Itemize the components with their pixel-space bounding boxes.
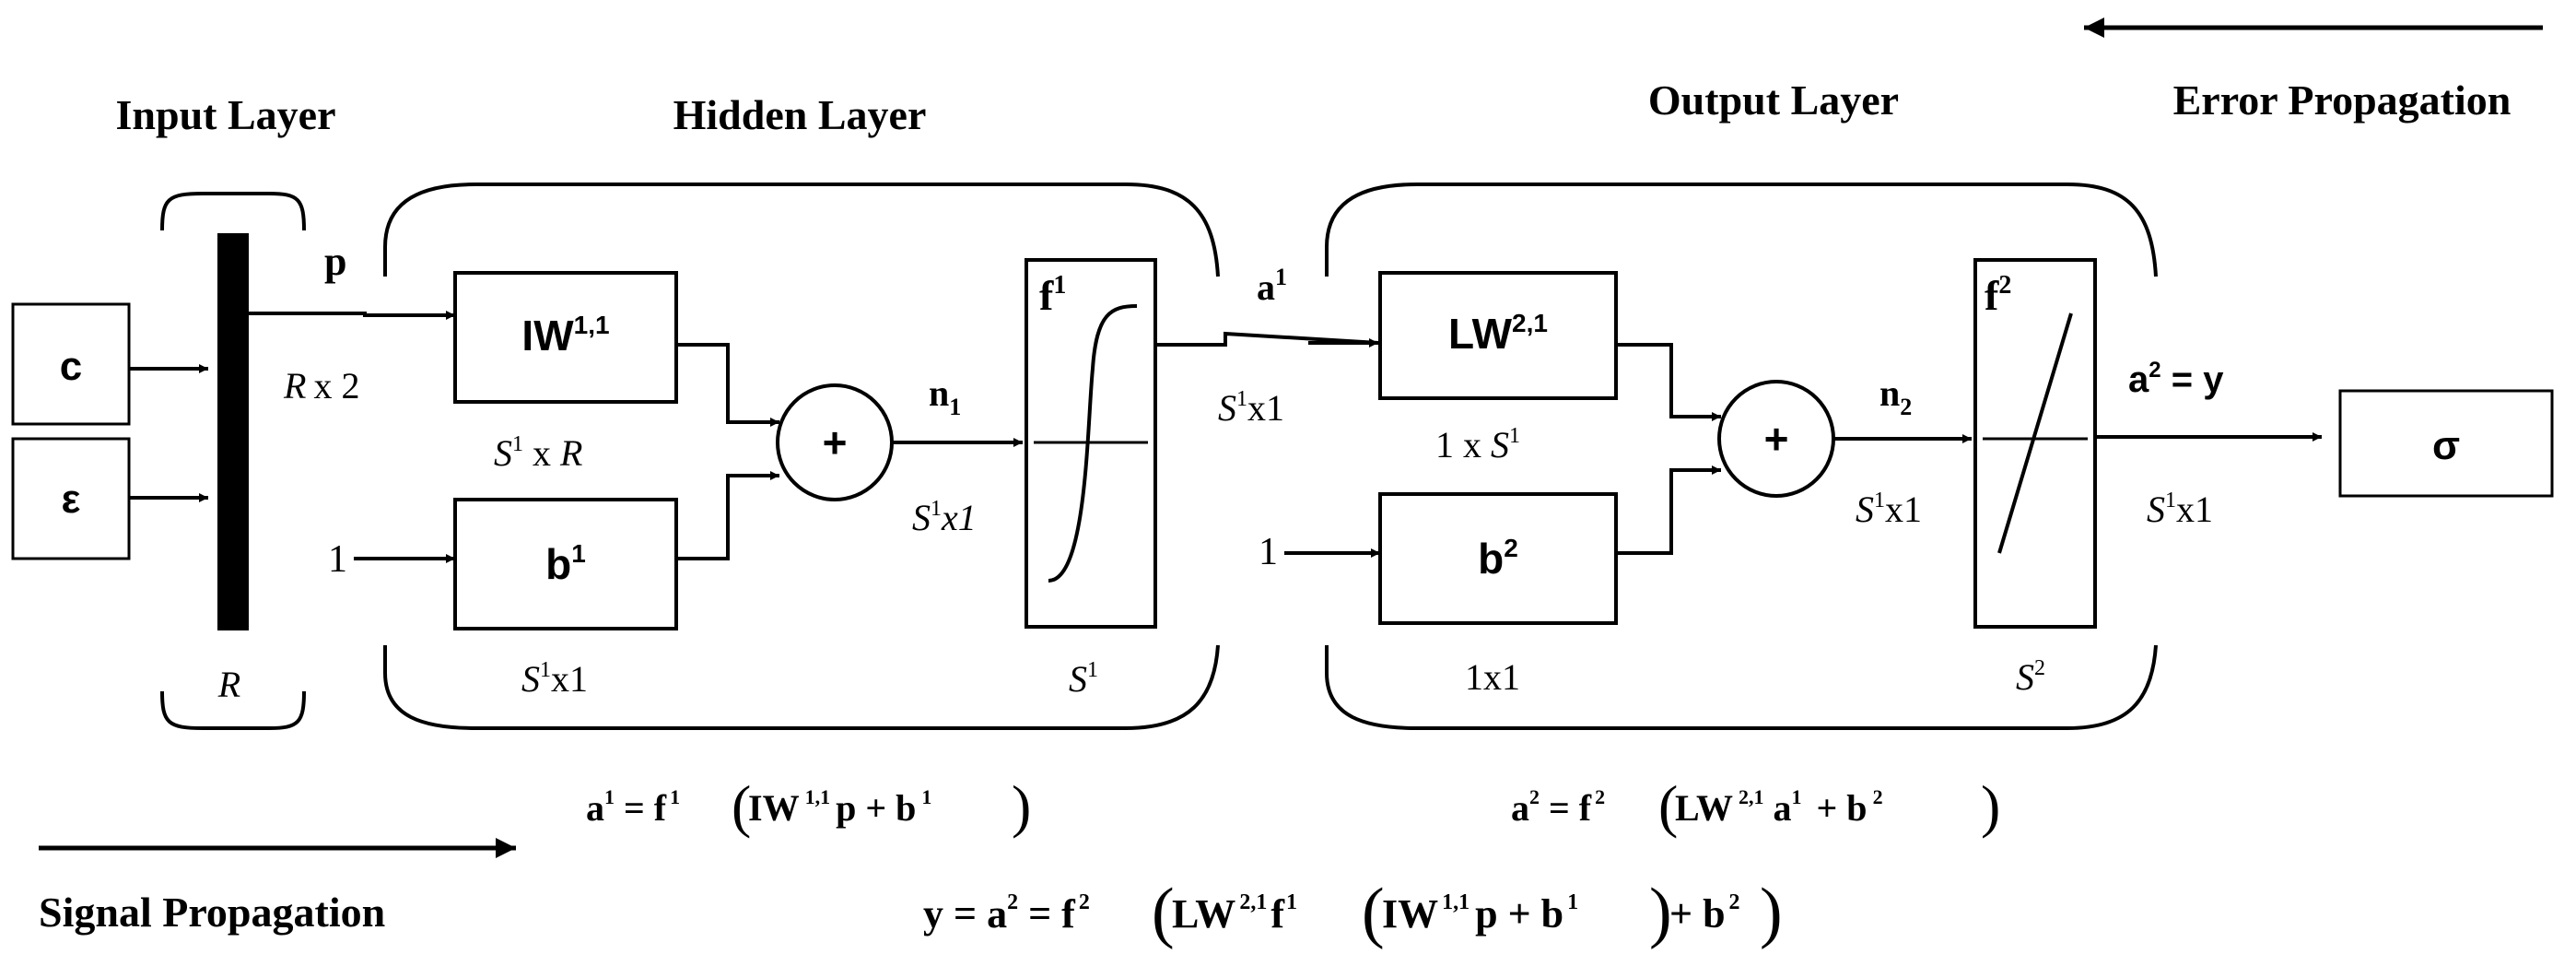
input-epsilon-label: ε	[62, 477, 81, 522]
lw-to-sum2	[1616, 343, 1721, 421]
input-c-label: c	[60, 344, 82, 389]
b2-dim: 1x1	[1465, 656, 1520, 698]
eq-y-close-paren-outer: )	[1760, 875, 1783, 950]
lw-label: LW2,1	[1448, 309, 1548, 358]
p-label: p	[324, 239, 346, 284]
sigma-box	[2338, 389, 2554, 498]
eq-y-open-paren-outer: (	[1152, 875, 1175, 950]
svg-text:a1 = f1: a1 = f1	[586, 785, 680, 829]
eq-y-open-paren-inner: (	[1362, 875, 1385, 950]
f1-dim: S1	[1069, 658, 1098, 700]
iw-label: IW1,1	[521, 311, 609, 359]
b2-label: b2	[1478, 534, 1518, 583]
f2-label: f2	[1985, 271, 2011, 319]
output-bracket-top	[1325, 183, 2158, 277]
eq-a1-open-paren: (	[732, 773, 751, 839]
f2-dim: S2	[2016, 656, 2045, 698]
svg-text:y = a2 = f2: y = a2 = f2	[923, 890, 1090, 937]
a2-dim: S1x1	[2147, 489, 2213, 530]
b2-to-sum2	[1616, 465, 1721, 555]
b1-box	[453, 498, 678, 630]
sigma-label: σ	[2432, 423, 2460, 468]
b1-label: b1	[545, 539, 586, 588]
iw-dim: S1 x R	[494, 432, 582, 474]
hidden-bracket-top	[383, 183, 1220, 277]
input-bracket-bottom	[160, 690, 306, 730]
a1-line	[1155, 331, 1379, 347]
n1-dim: S1x1	[912, 497, 977, 538]
output-one-label: 1	[1259, 531, 1278, 573]
hidden-bracket-bottom	[383, 644, 1220, 730]
input-bar	[217, 233, 249, 630]
svg-text:LW2,1 a1 + b2: LW2,1 a1 + b2	[1675, 785, 1883, 829]
b2-box	[1378, 492, 1618, 625]
sigmoid-curve	[1048, 304, 1138, 583]
a1-label: a1	[1257, 264, 1287, 308]
eq-a2-open-paren: (	[1658, 773, 1678, 839]
hidden-layer-title: Hidden Layer	[673, 91, 927, 138]
svg-text:IW1,1p + b1: IW1,1p + b1	[1382, 890, 1578, 937]
svg-text:LW2,1f1: LW2,1f1	[1172, 890, 1297, 937]
iw-box	[453, 271, 678, 404]
input-bar-label: R	[217, 664, 240, 705]
input-bracket-top	[160, 192, 306, 231]
lw-dim: 1 x S1	[1435, 424, 1520, 465]
signal-propagation-title: Signal Propagation	[39, 889, 385, 936]
input-layer-title: Input Layer	[116, 91, 336, 138]
sum1-plus: +	[823, 418, 848, 466]
output-bracket-bottom	[1325, 644, 2158, 730]
input-epsilon-box	[11, 437, 131, 560]
b1-to-sum1	[676, 471, 779, 560]
eq-a2-close-paren: )	[1981, 773, 2000, 839]
f2-box	[1973, 258, 2097, 629]
b1-dim: S1x1	[521, 658, 588, 700]
hidden-one-label: 1	[328, 538, 347, 581]
lw-box	[1378, 271, 1618, 400]
svg-text:a2 = f2: a2 = f2	[1511, 785, 1605, 829]
iw-to-sum1	[676, 343, 779, 427]
f1-label: f1	[1039, 271, 1066, 319]
n1-label: n1	[929, 372, 961, 420]
input-c-box	[11, 302, 131, 426]
eq-y-close-paren-inner: )	[1649, 875, 1672, 950]
n2-dim: S1x1	[1856, 489, 1922, 530]
eq-a1-close-paren: )	[1012, 773, 1031, 839]
p-arrow	[249, 311, 455, 320]
a1-dim: S1x1	[1218, 387, 1284, 429]
error-propagation-title: Error Propagation	[2173, 77, 2512, 124]
linear-line	[1997, 312, 2073, 554]
svg-text:IW1,1p + b1: IW1,1p + b1	[748, 785, 931, 829]
sum2-plus: +	[1764, 415, 1789, 463]
svg-text:+ b2: + b2	[1669, 890, 1740, 937]
a2-label: a2 = y	[2128, 358, 2224, 400]
n2-label: n2	[1879, 372, 1912, 420]
output-layer-title: Output Layer	[1648, 77, 1899, 124]
